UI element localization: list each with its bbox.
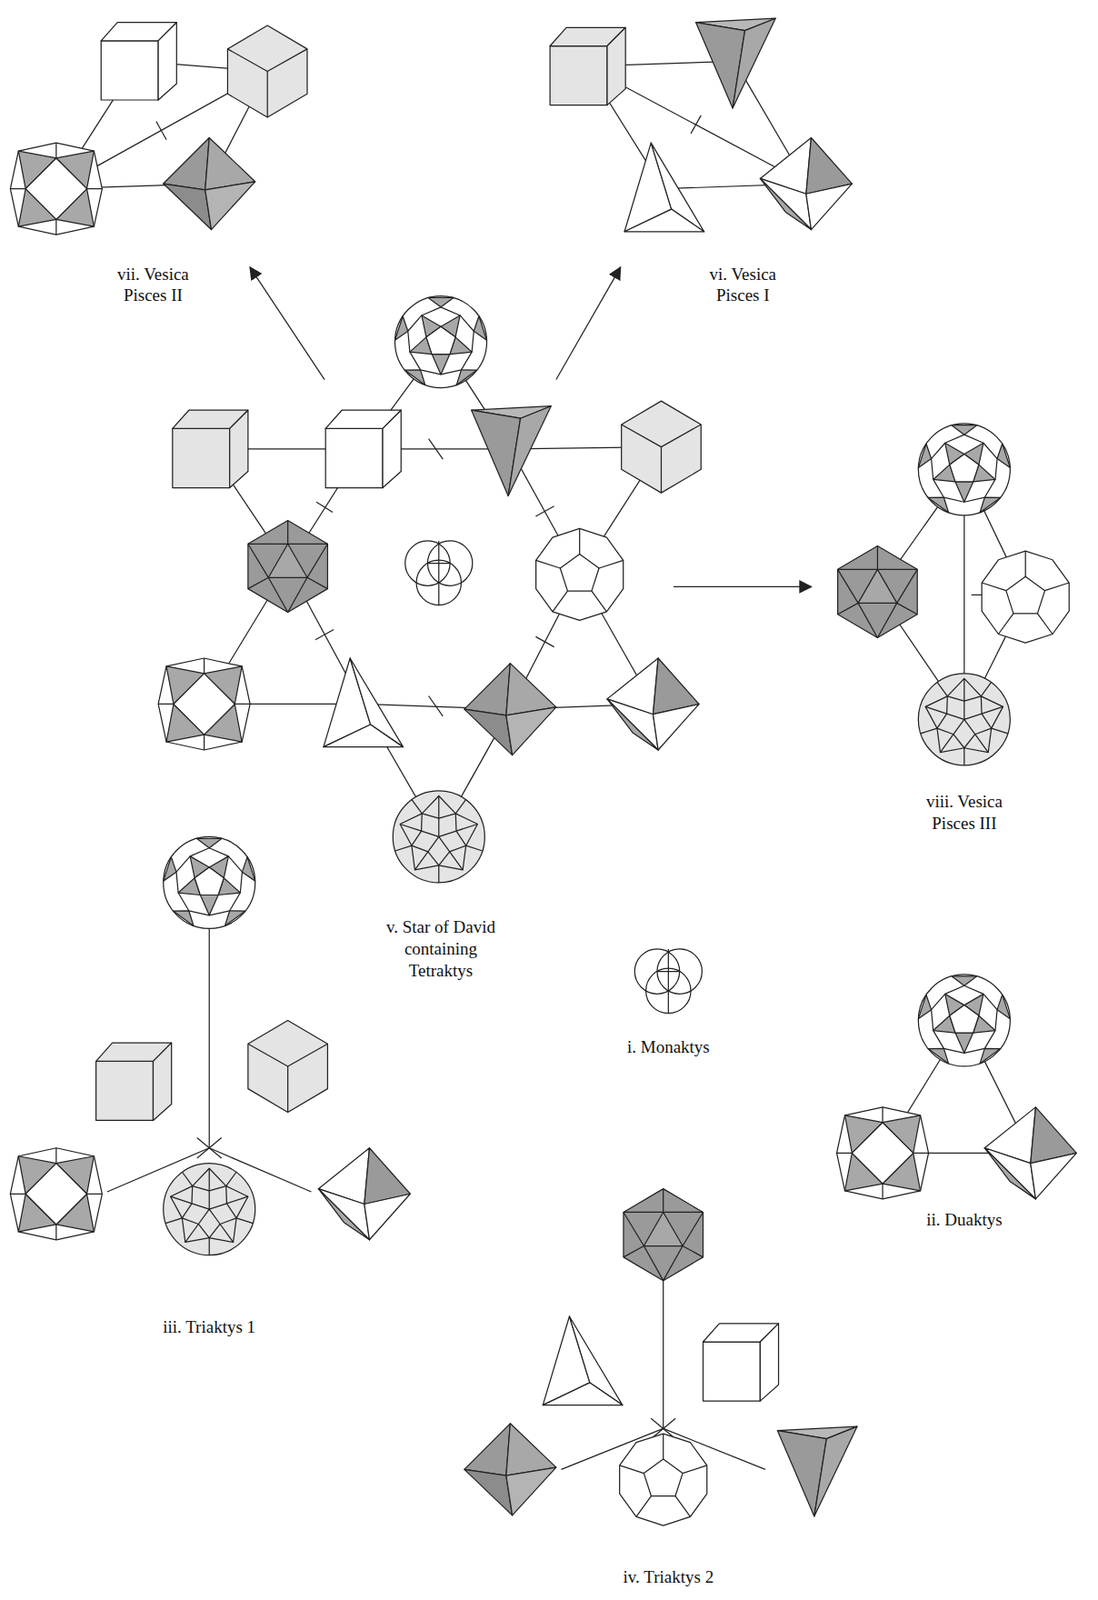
figure-caption: iv. Triaktys 2 <box>586 1566 750 1588</box>
polyhedron <box>918 673 1010 766</box>
polyhedron <box>624 142 705 232</box>
figure-caption: iii. Triaktys 1 <box>127 1316 291 1338</box>
polyhedron <box>248 1019 329 1112</box>
polyhedron <box>325 409 401 488</box>
polyhedron <box>777 1426 858 1517</box>
polyhedron <box>759 138 852 230</box>
polyhedron <box>981 550 1069 643</box>
connecting-lines <box>56 60 1031 1469</box>
figure-caption: viii. Vesica Pisces III <box>913 790 1016 835</box>
polyhedron <box>172 409 249 488</box>
polyhedron <box>248 519 329 612</box>
connector-line <box>535 636 554 647</box>
polyhedron <box>696 18 777 109</box>
polyhedron <box>163 138 256 230</box>
polyhedron <box>9 1147 102 1240</box>
polyhedron <box>323 658 404 748</box>
polyhedron <box>100 22 177 100</box>
polyhedron <box>96 1042 172 1120</box>
connector-line <box>316 501 333 512</box>
connector-line <box>535 506 554 517</box>
polyhedron <box>837 1107 929 1199</box>
polyhedron <box>623 1188 704 1281</box>
polyhedron <box>918 423 1010 516</box>
figure-caption: vi. Vesica Pisces I <box>695 263 790 308</box>
polyhedron <box>634 948 702 1014</box>
connector-line <box>673 586 812 588</box>
polyhedron <box>984 1107 1077 1199</box>
polyhedron <box>702 1323 779 1401</box>
polyhedron <box>464 663 557 756</box>
figure-caption: vii. Vesica Pisces II <box>101 263 204 308</box>
connector-line <box>556 267 621 380</box>
polyhedron <box>542 1316 623 1406</box>
connector-line <box>315 629 334 640</box>
connector-line <box>429 696 444 717</box>
polyhedron <box>464 1423 557 1516</box>
connector-line <box>429 439 444 460</box>
polyhedron <box>918 974 1010 1067</box>
polyhedron <box>405 540 473 606</box>
figure-caption: v. Star of David containing Tetraktys <box>371 916 510 981</box>
polyhedron <box>163 1163 256 1256</box>
polyhedron <box>471 406 552 497</box>
connector-line <box>197 1137 222 1158</box>
polyhedron <box>607 658 699 750</box>
connector-line <box>197 1137 222 1158</box>
polyhedron <box>392 790 485 883</box>
polyhedron <box>621 400 702 493</box>
connector-line <box>156 121 167 140</box>
figure-caption: i. Monaktys <box>586 1036 750 1059</box>
polyhedron <box>838 546 919 639</box>
polyhedron <box>318 1147 410 1240</box>
polyhedron <box>227 25 308 118</box>
polyhedron <box>9 142 102 235</box>
connector-line <box>249 267 325 380</box>
polyhedron <box>158 658 250 750</box>
polyhedron <box>549 27 626 105</box>
polyhedron <box>395 296 488 389</box>
polyhedron <box>536 528 624 620</box>
polyhedron <box>163 836 256 929</box>
solids <box>9 18 1077 1526</box>
connector-line <box>690 115 701 134</box>
figure-caption: ii. Duaktys <box>882 1208 1047 1231</box>
polyhedron <box>619 1433 708 1526</box>
